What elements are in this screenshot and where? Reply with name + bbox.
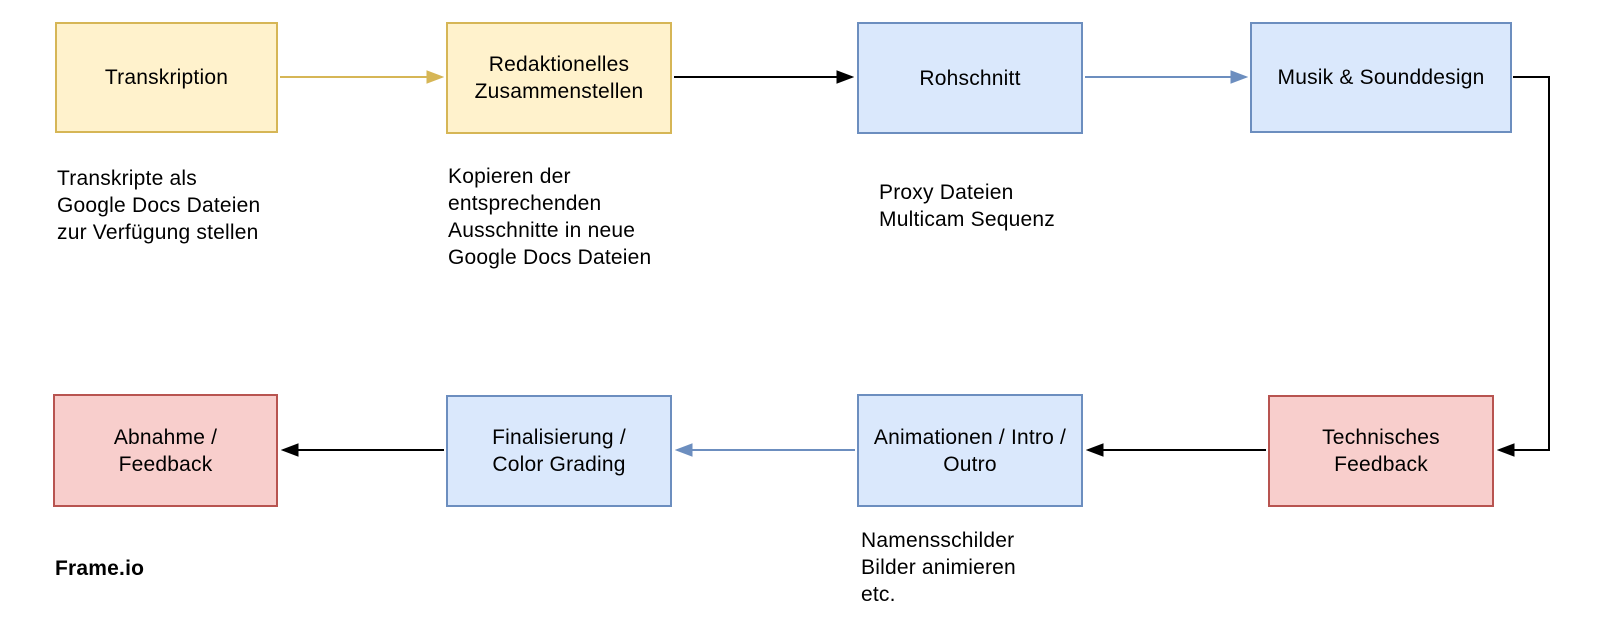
node-label: Redaktionelles Zusammenstellen (474, 53, 644, 103)
node-abnahme-feedback: Abnahme / Feedback (53, 394, 278, 507)
annotation-transkription: Transkripte als Google Docs Dateien zur … (57, 167, 261, 244)
node-label: Technisches Feedback (1322, 426, 1440, 476)
node-label: Transkription (104, 66, 229, 89)
node-animationen-intro-outro: Animationen / Intro / Outro (857, 394, 1083, 507)
node-technisches-feedback: Technisches Feedback (1268, 395, 1494, 507)
node-label: Musik & Sounddesign (1277, 66, 1485, 89)
footer-frameio-label: Frame.io (55, 557, 145, 580)
node-label: Rohschnitt (919, 66, 1021, 90)
node-label: Abnahme / Feedback (113, 425, 218, 476)
annotation-animationen: Namensschilder Bilder animieren etc. (861, 529, 1016, 606)
annotation-rohschnitt: Proxy Dateien Multicam Sequenz (879, 181, 1055, 231)
annotation-redaktionelles: Kopieren der entsprechenden Ausschnitte … (448, 165, 652, 269)
node-rohschnitt: Rohschnitt (857, 22, 1083, 134)
node-transkription: Transkription (55, 22, 278, 133)
connector-musik-to-technisches-feedback (1499, 76, 1550, 450)
node-label: Finalisierung / Color Grading (492, 426, 626, 476)
node-label: Animationen / Intro / Outro (873, 425, 1067, 476)
node-finalisierung-color-grading: Finalisierung / Color Grading (446, 395, 672, 507)
node-redaktionelles-zusammenstellen: Redaktionelles Zusammenstellen (446, 22, 672, 134)
node-musik-sounddesign: Musik & Sounddesign (1250, 22, 1512, 133)
